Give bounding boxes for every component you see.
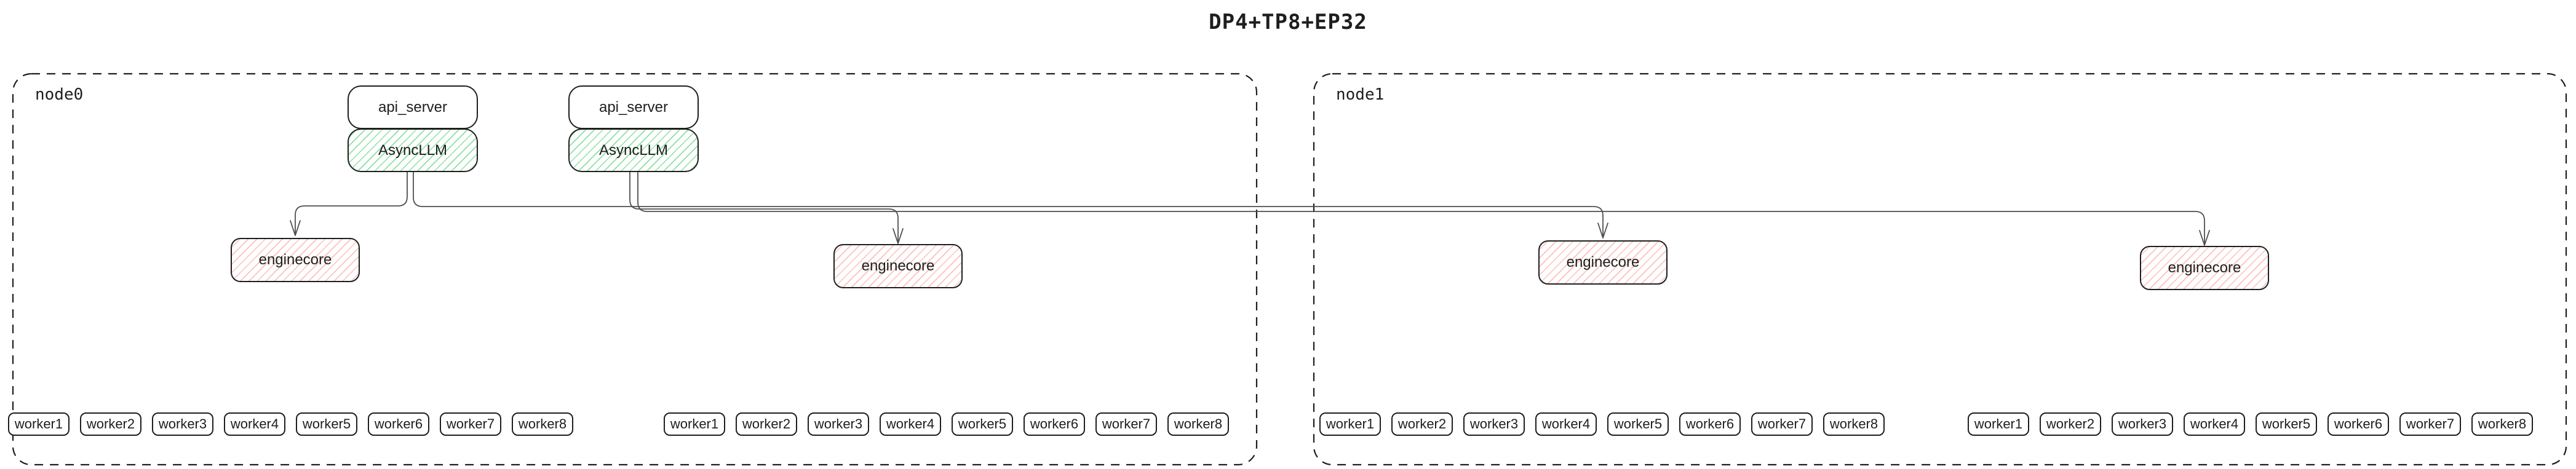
worker-box: worker8 (1167, 412, 1229, 436)
worker-group-node0-2: worker1 worker2 worker3 worker4 worker5 worke… (664, 412, 1229, 436)
worker-box: worker8 (1823, 412, 1885, 436)
worker-box: worker6 (1679, 412, 1741, 436)
worker-box: worker7 (440, 412, 501, 436)
diagram-title: DP4+TP8+EP32 (1209, 10, 1367, 34)
worker-box: worker2 (2040, 412, 2101, 436)
worker-box: worker7 (1751, 412, 1813, 436)
worker-box: worker5 (2256, 412, 2317, 436)
worker-box: worker3 (1463, 412, 1525, 436)
worker-box: worker1 (664, 412, 725, 436)
worker-box: worker2 (1391, 412, 1453, 436)
worker-box: worker7 (2399, 412, 2461, 436)
node0-border (12, 73, 1258, 466)
worker-box: worker6 (1024, 412, 1085, 436)
worker-box: worker5 (952, 412, 1013, 436)
arrow-asyncllm2-to-enginecore2 (629, 171, 899, 242)
worker-box: worker3 (2112, 412, 2173, 436)
enginecore-box-4: enginecore (2140, 246, 2269, 290)
arrowhead-enginecore1 (290, 220, 301, 236)
worker-box: worker4 (224, 412, 285, 436)
worker-box: worker4 (2184, 412, 2245, 436)
worker-box: worker5 (1607, 412, 1669, 436)
worker-box: worker8 (512, 412, 573, 436)
worker-box: worker1 (8, 412, 70, 436)
worker-box: worker1 (1968, 412, 2029, 436)
node1-border (1313, 73, 2567, 466)
node1-label: node1 (1336, 85, 1385, 104)
worker-box: worker4 (1535, 412, 1597, 436)
enginecore-box-2: enginecore (833, 244, 963, 288)
worker-box: worker2 (736, 412, 797, 436)
arrow-asyncllm1-to-enginecore1 (295, 171, 408, 234)
worker-box: worker5 (296, 412, 357, 436)
arrow-asyncllm2-to-enginecore4 (637, 171, 2205, 244)
arrow-asyncllm1-to-enginecore3 (413, 171, 1604, 237)
worker-group-node0-1: worker1 worker2 worker3 worker4 worker5 worke… (8, 412, 573, 436)
worker-box: worker1 (1319, 412, 1381, 436)
worker-box: worker6 (368, 412, 429, 436)
node0-label: node0 (35, 85, 84, 104)
arrowhead-enginecore3 (1597, 223, 1608, 238)
enginecore-box-1: enginecore (231, 238, 360, 282)
worker-group-node1-2: worker1 worker2 worker3 worker4 worker5 worke… (1968, 412, 2533, 436)
worker-box: worker4 (880, 412, 941, 436)
arrowhead-enginecore4 (2199, 230, 2210, 246)
worker-box: worker2 (80, 412, 141, 436)
worker-group-node1-1: worker1 worker2 worker3 worker4 worker5 worke… (1319, 412, 1885, 436)
worker-box: worker6 (2328, 412, 2389, 436)
worker-box: worker8 (2471, 412, 2533, 436)
api-server-box-2: api_server (568, 85, 699, 129)
worker-box: worker3 (152, 412, 213, 436)
asyncllm-box-2: AsyncLLM (568, 128, 699, 172)
worker-box: worker3 (808, 412, 869, 436)
enginecore-box-3: enginecore (1538, 240, 1668, 285)
api-server-box-1: api_server (348, 85, 478, 129)
worker-box: worker7 (1095, 412, 1157, 436)
asyncllm-box-1: AsyncLLM (348, 128, 478, 172)
arrowhead-enginecore2 (892, 228, 904, 244)
